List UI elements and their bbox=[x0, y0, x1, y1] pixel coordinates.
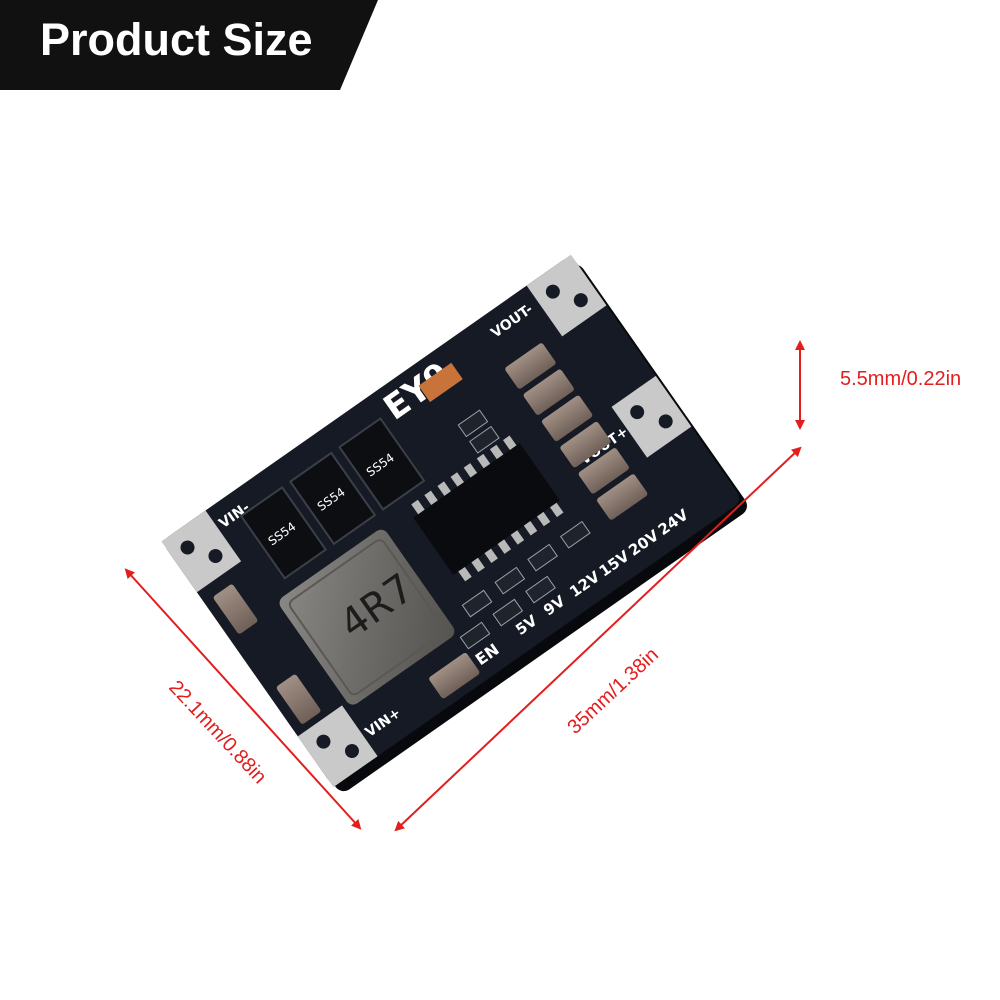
width-dimension-line bbox=[124, 568, 362, 830]
current-sense-resistor bbox=[418, 362, 463, 403]
width-dimension-label: 22.1mm/0.88in bbox=[164, 676, 270, 788]
diode-2: SS54 bbox=[288, 451, 377, 546]
pad-vout-plus bbox=[611, 375, 692, 458]
pad-vout-minus bbox=[526, 254, 607, 337]
diode-1: SS54 bbox=[239, 485, 328, 580]
title-banner bbox=[0, 0, 378, 90]
pcb-board: VOUT- VOUT+ VIN- VIN+ EN EY9 4R7 SS54 SS… bbox=[161, 254, 747, 792]
banner-title: Product Size bbox=[40, 14, 313, 65]
thickness-dimension-label: 5.5mm/0.22in bbox=[840, 368, 961, 390]
length-dimension-line bbox=[394, 446, 802, 832]
